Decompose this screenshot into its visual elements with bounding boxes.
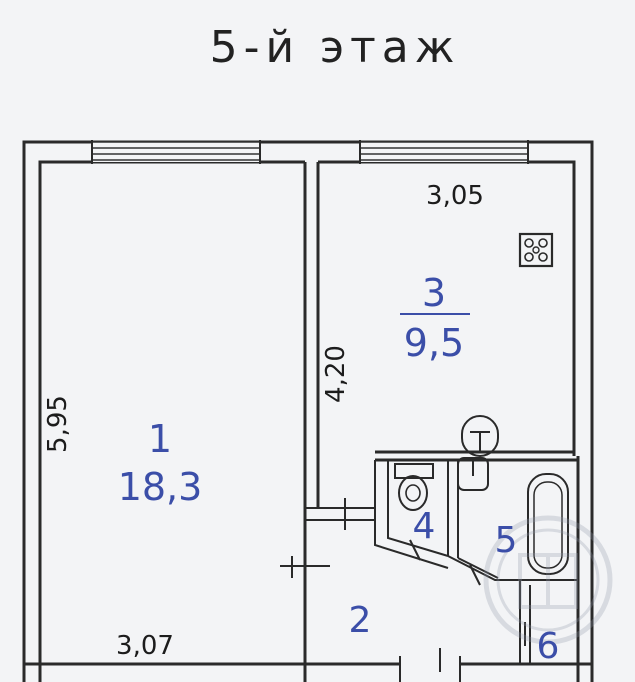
dimension-partition: 4,20 [321, 345, 351, 403]
window-right [359, 140, 529, 164]
toilet-icon [394, 463, 434, 511]
dimension-bottom-wall: 3,07 [116, 631, 174, 661]
room-4-number: 4 [413, 506, 436, 547]
dimension-kitchen-width: 3,05 [426, 181, 484, 211]
kitchen-bottom-wall [375, 450, 578, 462]
room-6-number: 6 [537, 626, 560, 667]
room-1-area: 18,3 [118, 465, 203, 509]
room-1-number: 1 [148, 417, 172, 461]
room-2-number: 2 [349, 600, 372, 641]
bottom-wall [24, 622, 592, 682]
room-3-area: 9,5 [404, 321, 464, 365]
outer-walls [22, 140, 594, 682]
room-5-number: 5 [495, 520, 518, 561]
sink-icon [457, 415, 499, 491]
dimension-left-wall: 5,95 [43, 395, 73, 453]
partition-wall [280, 162, 375, 682]
bathtub-icon [527, 473, 569, 575]
window-left [91, 140, 261, 164]
watermark-logo [483, 515, 613, 645]
room-3-number: 3 [422, 271, 446, 315]
bathroom-block [374, 460, 578, 664]
stove-icon [518, 232, 554, 268]
floor-title: 5-й этаж [210, 22, 461, 73]
